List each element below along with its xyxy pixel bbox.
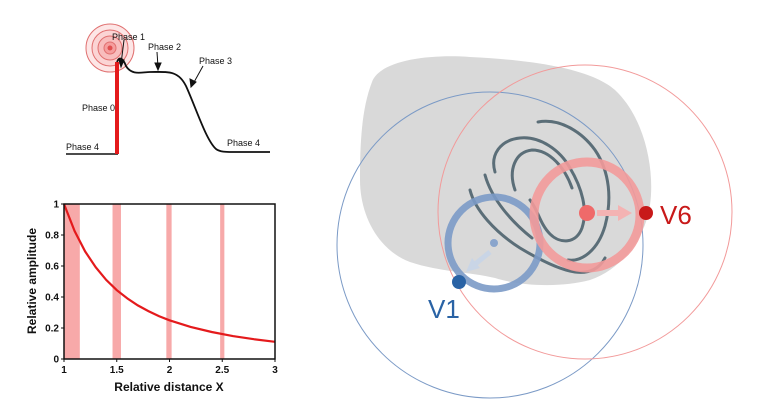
chart-band-2 [166,204,172,359]
x-tick-label: 2.5 [215,365,229,376]
x-axis-ticks: 1 1.5 2 2.5 3 [61,359,278,376]
chart-band-1 [112,204,121,359]
v6-field-circle [437,64,733,360]
x-tick-label: 2 [167,365,173,376]
action-potential-curve [116,57,270,153]
phase-4-right-label: Phase 4 [227,138,260,148]
v1-origin-dot [490,239,498,247]
phase-arrows [118,39,204,89]
v6-label: V6 [660,200,692,230]
y-tick-label: 0.6 [45,262,59,273]
x-tick-label: 1 [61,365,67,376]
phase-2-label: Phase 2 [148,42,181,52]
v6-electrode-dot [639,206,653,220]
amplitude-decay-chart: 1 1.5 2 2.5 3 0 0.2 0.4 0.6 0.8 1 Relative distan… [25,200,278,395]
v6-origin-dot [579,205,595,221]
v1-field-circle [336,91,644,399]
heart-region [360,56,652,286]
x-tick-label: 3 [272,365,278,376]
x-tick-label: 1.5 [110,365,124,376]
action-potential-diagram: Phase 1 Phase 2 Phase 3 Phase 0 Phase 4 … [66,23,270,155]
y-axis-title: Relative amplitude [25,228,39,334]
v1-label: V1 [428,294,460,324]
chart-band-3 [220,204,225,359]
v1-electrode-dot [452,275,466,289]
excitation-wave-rings-icon [85,23,135,73]
y-tick-label: 0.8 [45,231,59,242]
y-tick-label: 1 [53,200,59,211]
v1-direction-arrow-icon [466,250,492,272]
chart-band-0 [64,204,80,359]
y-tick-label: 0.2 [45,324,59,335]
y-tick-label: 0.4 [45,293,59,304]
heart-lead-diagram: V1 V6 [336,56,733,399]
v6-direction-arrow-icon [597,205,632,221]
plot-frame [63,203,276,360]
phase-1-label: Phase 1 [112,32,145,42]
phase-3-label: Phase 3 [199,56,232,66]
phase-4-left-label: Phase 4 [66,142,99,152]
y-axis-ticks: 0 0.2 0.4 0.6 0.8 1 [45,200,64,366]
x-axis-title: Relative distance X [114,380,223,394]
phase-0-label: Phase 0 [82,103,115,113]
series-decay-line [62,203,276,343]
y-tick-label: 0 [53,355,59,366]
chart-bands [64,204,225,359]
